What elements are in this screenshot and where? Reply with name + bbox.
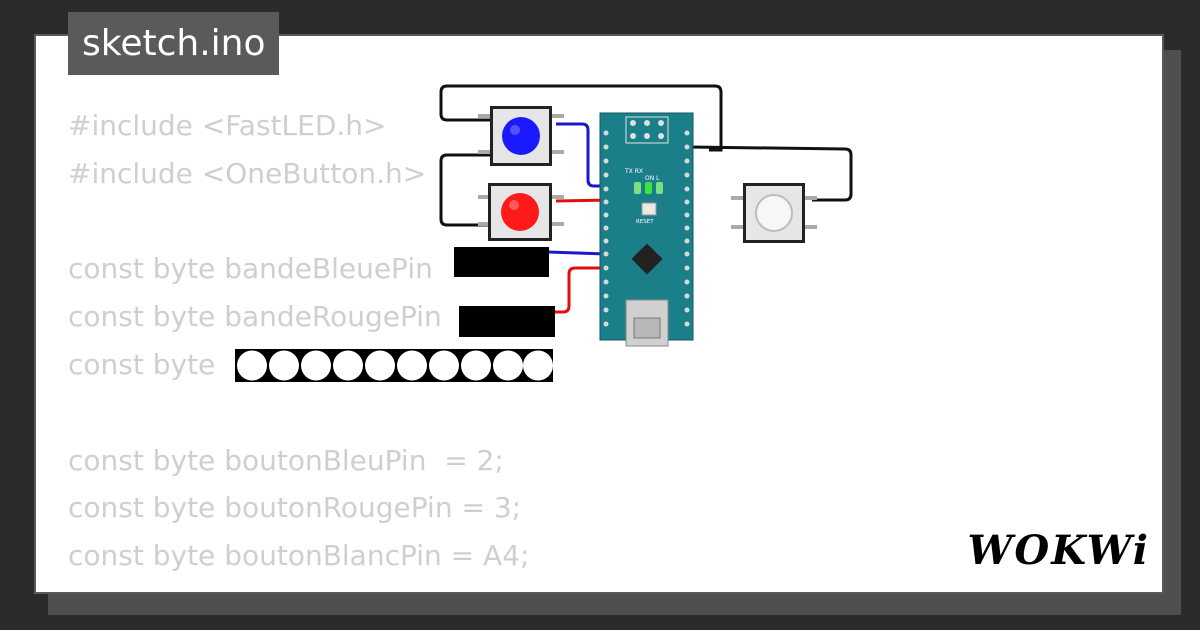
tx-led [634, 182, 641, 194]
on-l-label: ON L [645, 175, 660, 182]
preview-card [34, 34, 1164, 594]
reset-label: RESET [636, 219, 654, 225]
red-pushbutton[interactable] [478, 183, 564, 241]
on-led [645, 182, 652, 194]
blue-pushbutton[interactable] [478, 106, 564, 166]
wokwi-logo: WOKWi [967, 527, 1150, 574]
blue-button-cap[interactable] [502, 117, 540, 155]
wire-black-right [689, 145, 853, 202]
code-line: #include <FastLED.h> [68, 109, 387, 142]
code-line [68, 389, 529, 437]
wire-red-strip [553, 266, 612, 314]
led-strip-blue [454, 247, 549, 277]
led-strip-red [459, 306, 555, 337]
board-pin-holes [603, 130, 690, 327]
led-ring-row [235, 349, 553, 382]
wire-black-left [439, 84, 723, 152]
code-line: const byte boutonRougePin = 3; [68, 491, 522, 525]
code-line: const byte [68, 347, 216, 381]
red-button-cap[interactable] [501, 193, 539, 231]
white-pushbutton[interactable] [731, 183, 817, 243]
code-line: const byte boutonBleuPin = 2; [68, 443, 504, 477]
code-line: #include <OneButton.h> [68, 156, 427, 190]
code-line [68, 198, 529, 246]
code-line: const byte boutonBlancPin = A4; [68, 539, 530, 573]
code-line: const byte bandeBleuePin [68, 252, 433, 286]
arduino-nano-board[interactable]: TX RX ON L RESET [599, 112, 694, 347]
white-button-cap[interactable] [755, 194, 793, 232]
l-led [656, 182, 663, 194]
wire-black-left-2 [439, 153, 490, 227]
code-line: const byte bandeRougePin [68, 300, 442, 334]
code-preview: #include <FastLED.h> #include <OneButton.… [68, 102, 529, 580]
tx-rx-label: TX RX [624, 168, 643, 175]
sketch-title: sketch.ino [68, 12, 280, 75]
wire-blue-button [556, 122, 612, 188]
